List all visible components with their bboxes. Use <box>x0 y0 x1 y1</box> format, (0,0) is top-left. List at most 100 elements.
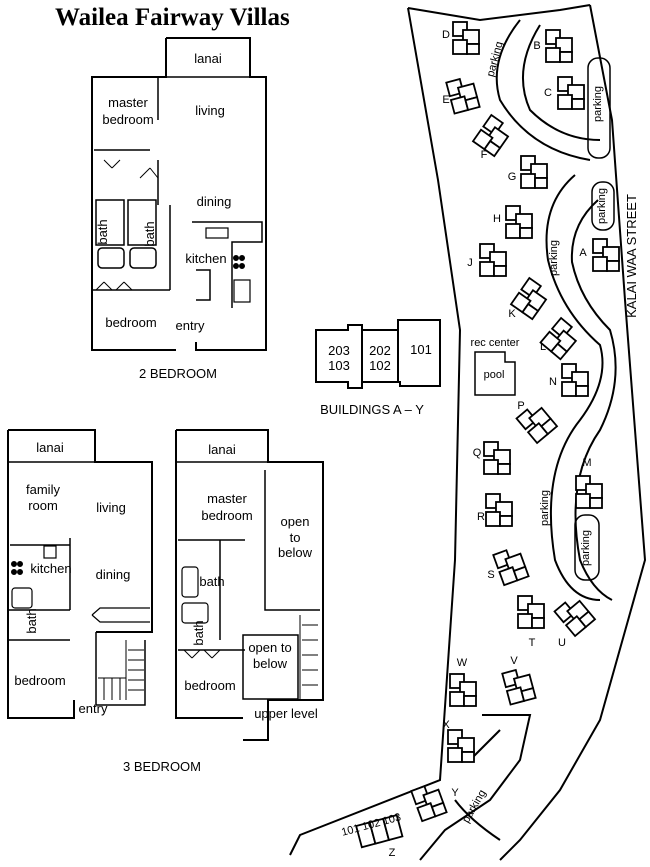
master-upper-label-2: bedroom <box>201 508 252 523</box>
building-block <box>531 617 545 629</box>
parking-label-5: parking <box>539 490 551 526</box>
building-s <box>492 549 530 587</box>
building-g <box>520 155 548 189</box>
building-w <box>449 673 477 707</box>
building-letter-g: G <box>508 171 517 183</box>
unit-101-label: 101 <box>410 342 432 357</box>
building-x <box>447 729 475 763</box>
building-block <box>561 381 577 397</box>
two-bedroom-floor-plan <box>91 37 267 351</box>
building-block <box>485 511 501 527</box>
building-h <box>505 205 533 239</box>
building-j <box>479 243 507 277</box>
building-letter-y: Y <box>451 787 459 799</box>
building-block <box>466 43 480 55</box>
two-bedroom-caption: 2 BEDROOM <box>139 366 217 381</box>
building-letter-c: C <box>544 87 552 99</box>
bedroom-label: bedroom <box>105 315 156 330</box>
unit-202-label: 202 <box>369 343 391 358</box>
building-block <box>464 96 481 112</box>
open-below-small-2: below <box>253 656 288 671</box>
building-block <box>575 493 591 509</box>
building-letter-d: D <box>442 29 450 41</box>
building-k <box>509 276 548 321</box>
buildings-caption: BUILDINGS A – Y <box>320 402 424 417</box>
lanai-upper-label: lanai <box>208 442 236 457</box>
building-letter-s: S <box>487 569 494 581</box>
building-letter-a: A <box>579 247 587 259</box>
building-letter-b: B <box>533 40 540 52</box>
building-letter-x: X <box>442 719 450 731</box>
dining-label: dining <box>197 194 232 209</box>
building-letter-j: J <box>467 257 473 269</box>
building-letter-h: H <box>493 213 501 225</box>
building-block <box>519 227 533 239</box>
building-block <box>452 39 468 55</box>
building-block <box>517 613 533 629</box>
three-bedroom-upper-plan <box>175 429 324 741</box>
site-plan-roads <box>289 4 647 861</box>
building-n <box>561 363 589 397</box>
building-r <box>485 493 513 527</box>
parking-label-1: parking <box>592 86 604 122</box>
bath-left-label: bath <box>95 219 110 244</box>
building-block <box>447 747 463 763</box>
building-block <box>540 417 559 436</box>
building-block <box>521 302 540 321</box>
unit-203-label: 203 <box>328 343 350 358</box>
bedroom-lower-label: bedroom <box>14 673 65 688</box>
building-block <box>483 139 502 158</box>
building-letter-k: K <box>508 308 516 320</box>
building-y <box>410 785 448 823</box>
building-letter-m: M <box>582 457 591 469</box>
building-block <box>578 610 597 629</box>
bath-lower-label: bath <box>24 608 39 633</box>
bedroom-upper-label: bedroom <box>184 678 235 693</box>
rec-center-label: rec center <box>471 337 520 349</box>
building-block <box>449 95 470 115</box>
three-bedroom-caption: 3 BEDROOM <box>123 759 201 774</box>
building-letter-l: L <box>540 341 546 353</box>
building-block <box>493 265 507 277</box>
building-block <box>512 565 530 582</box>
building-block <box>461 751 475 763</box>
building-letter-n: N <box>549 376 557 388</box>
building-block <box>559 51 573 63</box>
building-l <box>539 316 578 361</box>
building-letter-e: E <box>442 94 449 106</box>
page-title: Wailea Fairway Villas <box>55 4 290 31</box>
building-m <box>575 475 603 509</box>
building-q <box>483 441 511 475</box>
open-below-label-3: below <box>278 545 313 560</box>
building-c <box>557 76 585 110</box>
upper-level-label: upper level <box>254 706 318 721</box>
building-block <box>557 94 573 110</box>
building-letter-f: F <box>481 149 488 161</box>
lanai-lower-label: lanai <box>36 440 64 455</box>
building-block <box>505 686 526 706</box>
building-letter-t: T <box>529 637 536 649</box>
pool-label: pool <box>484 369 505 381</box>
building-p <box>515 406 559 445</box>
building-letter-z: Z <box>389 847 396 859</box>
unit-102-label: 102 <box>369 358 391 373</box>
building-block <box>479 261 495 277</box>
building-letter-p: P <box>517 400 524 412</box>
entry-lower-label: entry <box>79 701 108 716</box>
building-letter-q: Q <box>473 447 482 459</box>
building-block <box>575 385 589 397</box>
parking-label-3: parking <box>485 40 506 78</box>
bath-right-label: bath <box>142 221 157 246</box>
building-block-diagram <box>315 319 441 389</box>
building-letter-u: U <box>558 637 566 649</box>
building-block <box>463 695 477 707</box>
bath-upper-bottom-label: bath <box>191 620 206 645</box>
building-u <box>553 599 597 638</box>
building-b <box>545 29 573 63</box>
building-block <box>592 256 608 272</box>
building-z <box>355 814 404 849</box>
kitchen-label: kitchen <box>185 251 226 266</box>
building-block <box>571 98 585 110</box>
three-bedroom-lower-plan <box>7 429 153 719</box>
bath-upper-top-label: bath <box>199 574 224 589</box>
